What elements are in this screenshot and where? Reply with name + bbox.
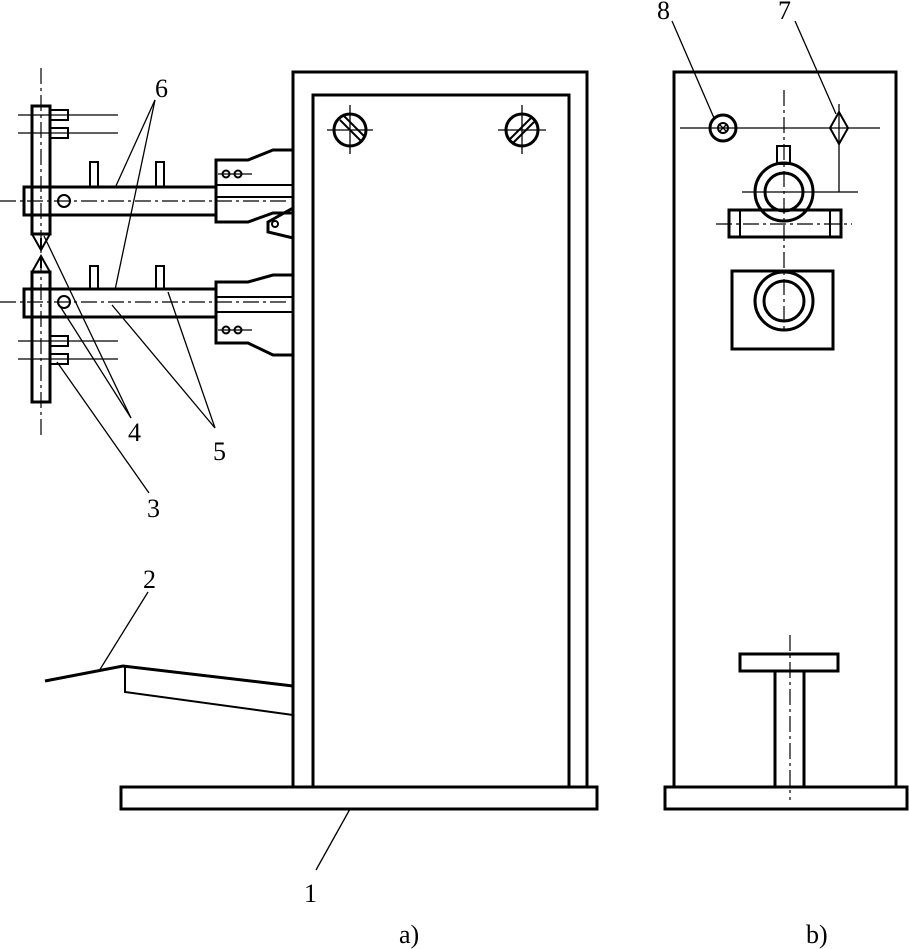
view-a: 6 4 5 3 2 1 a): [0, 68, 599, 949]
lower-electrode-holder: [18, 253, 118, 404]
machine-body-a: [291, 70, 589, 789]
screw-left: [327, 105, 373, 154]
label-3: 3: [147, 494, 160, 523]
upper-electrode-holder: [18, 104, 118, 253]
lower-electrode-arm: [0, 265, 290, 319]
label-8: 8: [657, 0, 670, 25]
label-7: 7: [778, 0, 791, 25]
lower-electrode-front: [730, 269, 835, 351]
label-4: 4: [128, 418, 141, 447]
leader-lines-a: [43, 99, 351, 871]
view-b: 8 7 b): [657, 0, 909, 949]
screw-right: [498, 105, 546, 154]
caption-b: b): [806, 920, 828, 949]
lower-arm-clamp: [214, 273, 293, 357]
base-plate-b: [663, 785, 909, 811]
leader-lines-b: [671, 20, 837, 119]
upper-electrode-front: [716, 145, 858, 239]
caption-a: a): [399, 920, 419, 949]
upper-electrode-arm: [0, 161, 290, 217]
label-1: 1: [304, 879, 317, 908]
machine-body-b: [672, 70, 898, 789]
pedal-front: [738, 635, 840, 800]
base-plate-a: [119, 785, 599, 811]
foot-pedal: [44, 664, 294, 716]
label-5: 5: [213, 437, 226, 466]
adjustment-knob: [828, 104, 850, 192]
upper-arm-clamp: [214, 148, 295, 240]
label-2: 2: [143, 565, 156, 594]
label-6: 6: [155, 74, 168, 103]
